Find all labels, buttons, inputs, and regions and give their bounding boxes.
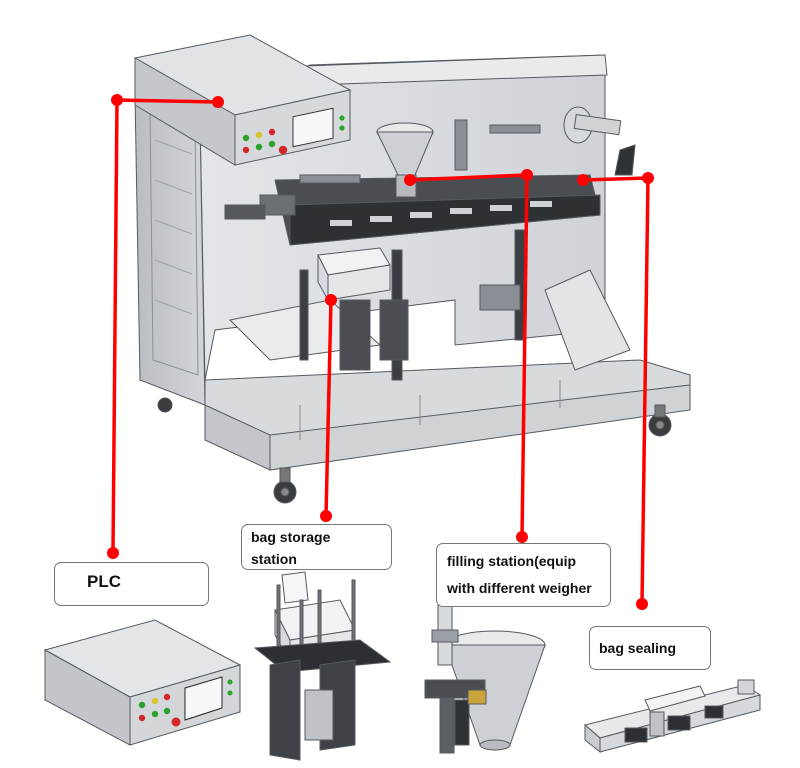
callout-filling-line2: with different weigher (447, 580, 592, 596)
callout-bag-storage-line2: station (251, 551, 297, 567)
bag-storage-on-machine (317, 247, 409, 371)
callout-bag-storage: bag storage station (241, 524, 392, 570)
packing-machine (133, 34, 691, 504)
callout-filling-line1: filling station(equip (447, 553, 577, 569)
plc-cabinet-top (133, 34, 352, 166)
bag-storage-station-icon (253, 571, 392, 761)
machine-base-frame (157, 359, 691, 504)
leader-line-bag-storage (320, 294, 337, 522)
left-cabinet (134, 94, 206, 406)
callout-bag-storage-line1: bag storage (251, 529, 331, 545)
leader-line-plc (107, 94, 224, 559)
discharge-chute (544, 269, 631, 371)
callout-filling-station: filling station(equip with different wei… (436, 543, 611, 607)
leader-line-sealing (577, 172, 654, 610)
sealing-roller (563, 106, 636, 176)
callout-bag-sealing: bag sealing (589, 626, 711, 670)
callout-plc-label: PLC (87, 572, 121, 591)
leader-lines (107, 94, 654, 610)
callout-plc: PLC (54, 562, 209, 606)
filling-station-icon (424, 590, 546, 754)
bag-conveyor (224, 174, 601, 246)
plc-cabinet-icon (43, 619, 242, 746)
callout-bag-sealing-label: bag sealing (599, 640, 677, 656)
leader-line-filling (404, 169, 533, 543)
bag-sealing-icon (583, 679, 762, 754)
